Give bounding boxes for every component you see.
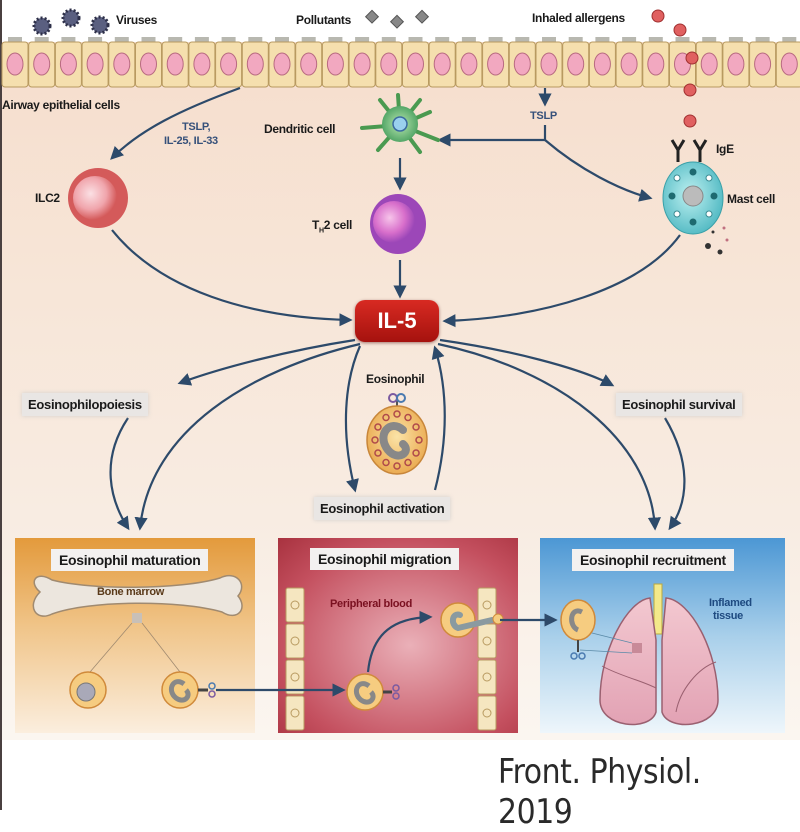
- eosinophil-survival-label: Eosinophil survival: [616, 393, 742, 416]
- signal-arrows: [109, 86, 686, 531]
- inflamed-tissue-label-line1: Inflamed: [709, 597, 752, 609]
- ilc2-label: ILC2: [35, 191, 60, 205]
- eosinophil-recruitment-panel: Eosinophil recruitment: [540, 538, 785, 733]
- epithelial-cell: [535, 37, 563, 88]
- epithelial-cell: [161, 37, 189, 88]
- epithelial-cell: [508, 37, 536, 88]
- epithelial-cell: [268, 37, 296, 88]
- ilc2-cytokines-label-line2: IL-25, IL-33: [164, 135, 218, 147]
- epithelial-cell: [108, 37, 136, 88]
- epithelial-cell: [1, 37, 29, 88]
- epithelial-cell: [135, 37, 162, 88]
- epithelial-cell: [482, 37, 510, 88]
- epithelial-cell: [375, 37, 403, 88]
- allergen-icon: [651, 9, 699, 128]
- epithelial-cell: [695, 37, 723, 88]
- mast-cell-label: Mast cell: [727, 192, 775, 206]
- airway-epithelial-cells-label: Airway epithelial cells: [2, 98, 120, 112]
- migration-panel-title: Eosinophil migration: [310, 548, 460, 570]
- epithelial-cell: [588, 37, 616, 88]
- pollutants-label: Pollutants: [296, 13, 352, 27]
- maturation-panel-title: Eosinophil maturation: [51, 549, 209, 571]
- epithelial-cell: [54, 37, 82, 88]
- eosinophil-activation-label: Eosinophil activation: [314, 497, 451, 520]
- dendritic-cell-label: Dendritic cell: [264, 122, 336, 136]
- eosinophil-label: Eosinophil: [366, 372, 425, 386]
- th2-cell-icon: [370, 194, 426, 254]
- epithelial-cell: [642, 37, 670, 88]
- ilc2-cell-icon: [68, 168, 128, 228]
- pollutant-icon: [364, 9, 430, 29]
- epithelial-cell: [722, 37, 750, 88]
- th2-cell-label: TH2 cell: [312, 218, 353, 235]
- epithelial-cell: [428, 37, 456, 88]
- eosinophil-migration-panel: Eosinophil migration: [278, 538, 518, 733]
- epithelial-cell: [295, 37, 323, 88]
- citation: Front. Physiol. 2019: [498, 752, 701, 832]
- diagram-canvas: [1, 8, 800, 531]
- eosinophil-maturation-panel: Eosinophil maturation: [15, 538, 255, 733]
- tslp-label: TSLP: [530, 110, 557, 122]
- epithelial-cell: [775, 37, 800, 88]
- dendritic-cell-icon: [360, 93, 440, 154]
- epithelial-cell: [562, 37, 590, 88]
- epithelial-cell: [321, 37, 349, 88]
- mast-cell-icon: [662, 139, 729, 255]
- epithelial-cell: [615, 37, 643, 88]
- epithelial-cell: [402, 37, 429, 88]
- epithelial-cell: [81, 37, 109, 88]
- il-5-node: IL-5: [355, 300, 439, 342]
- epithelial-cell: [241, 37, 269, 88]
- epithelial-cell: [749, 37, 777, 88]
- peripheral-blood-label: Peripheral blood: [330, 598, 412, 610]
- viruses-label: Viruses: [116, 13, 158, 27]
- bone-marrow-label: Bone marrow: [97, 586, 164, 598]
- eosinophil-icon: [366, 393, 428, 475]
- epithelial-cell: [215, 37, 243, 88]
- virus-icon: [32, 8, 110, 36]
- airway-epithelium: [1, 37, 800, 88]
- epithelial-cell: [28, 37, 56, 88]
- epithelial-cell: [455, 37, 483, 88]
- ilc2-cytokines-label-line1: TSLP,: [182, 121, 211, 133]
- epithelial-cell: [348, 37, 376, 88]
- inhaled-allergens-label: Inhaled allergens: [532, 11, 625, 25]
- image-left-border: [0, 0, 2, 810]
- inflamed-tissue-label-line2: tissue: [713, 610, 743, 622]
- epithelial-cell: [188, 37, 216, 88]
- ige-label: IgE: [716, 142, 734, 156]
- eosinophilopoiesis-label: Eosinophilopoiesis: [22, 393, 148, 416]
- recruitment-panel-title: Eosinophil recruitment: [572, 549, 734, 571]
